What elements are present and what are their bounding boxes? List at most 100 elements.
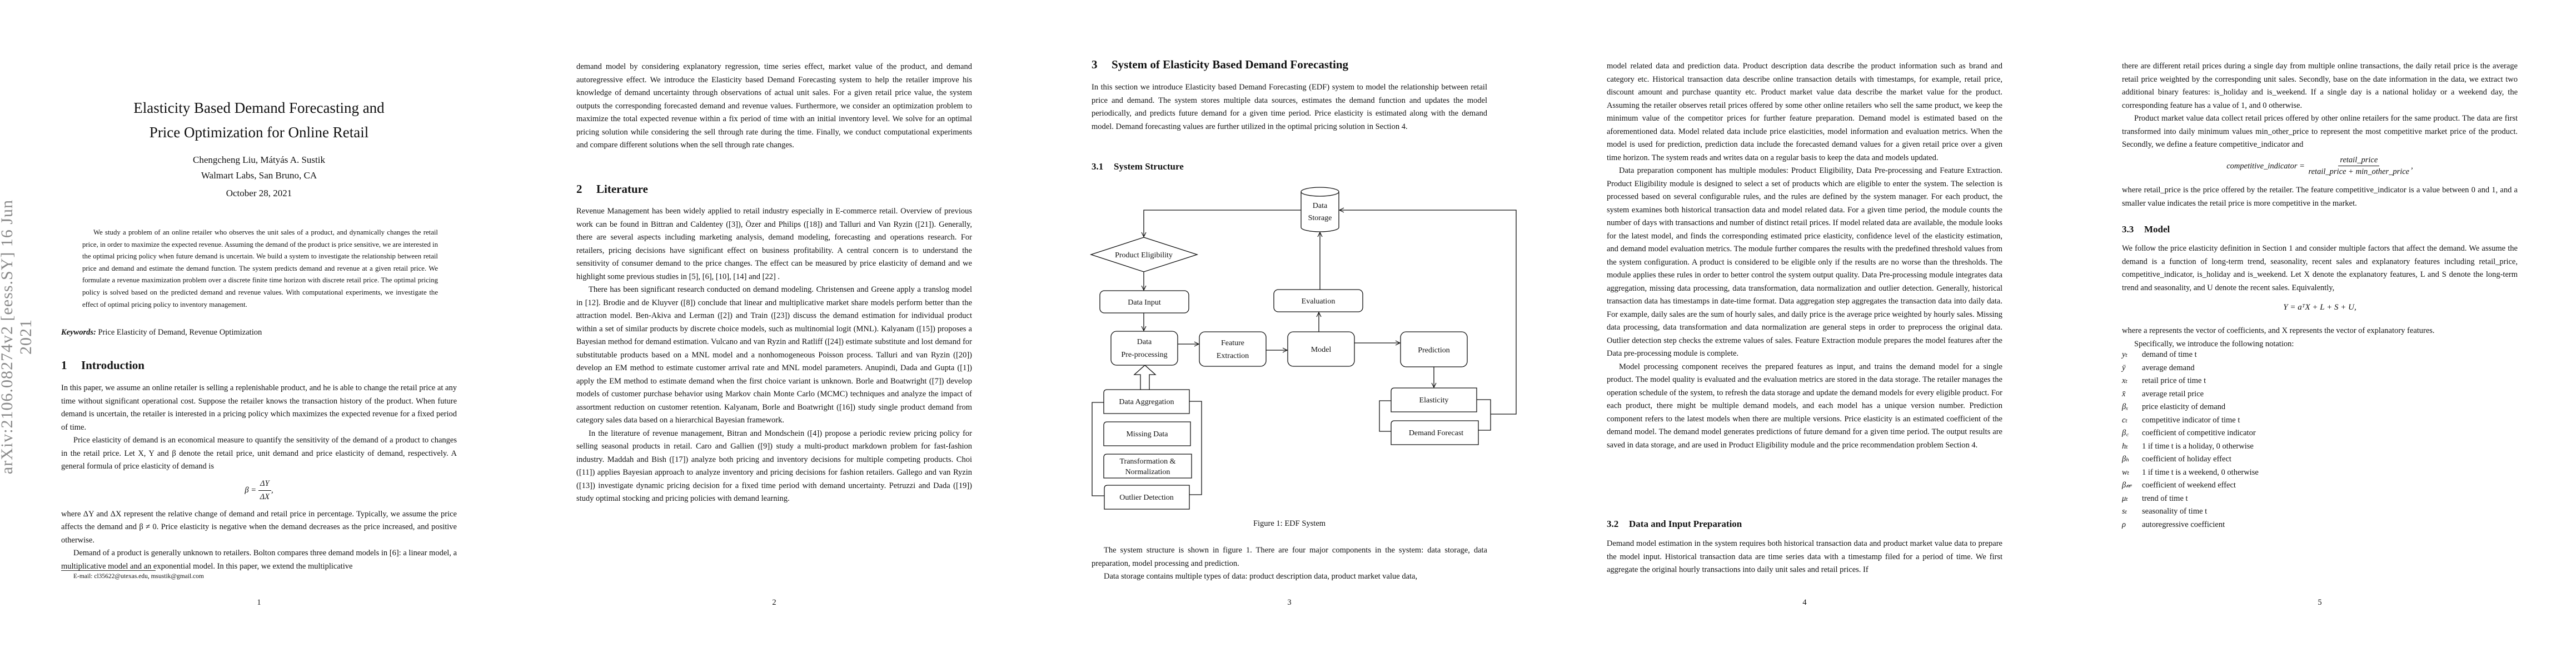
label-transformation: Transformation & xyxy=(1120,457,1176,466)
notation-meaning: average retail price xyxy=(2142,389,2204,399)
page-number: 1 xyxy=(257,598,261,607)
notation-meaning: seasonality of time t xyxy=(2142,507,2208,516)
notation-item: sₜ seasonality of time t xyxy=(2122,505,2518,519)
system-structure-body: The system structure is shown in figure … xyxy=(1092,544,1487,584)
label-outlier-detection: Outlier Detection xyxy=(1119,494,1174,502)
competitive-indicator-explanation: where retail_price is the price offered … xyxy=(2122,184,2518,210)
page-number: 4 xyxy=(1802,598,1807,607)
notation-symbol: wₜ xyxy=(2122,467,2130,477)
notation-symbol: μₜ xyxy=(2122,494,2128,503)
data-storage-cylinder xyxy=(1301,187,1339,232)
notation-meaning: coefficient of holiday effect xyxy=(2142,455,2231,464)
date: October 28, 2021 xyxy=(226,188,292,198)
paragraph: The system structure is shown in figure … xyxy=(1092,546,1487,568)
notation-item: x̄average retail price xyxy=(2122,388,2518,401)
numerator: ΔY xyxy=(258,477,271,491)
label-missing-data: Missing Data xyxy=(1126,430,1168,439)
footnote-email: E-mail: cl35622@utexas.edu, msustik@gmai… xyxy=(73,573,204,580)
model-body-after-equation: where a represents the vector of coeffic… xyxy=(2122,325,2518,351)
label-evaluation: Evaluation xyxy=(1302,297,1336,306)
paragraph: In the literature of revenue management,… xyxy=(576,429,972,504)
subsection-number: 3.2 xyxy=(1607,519,1619,529)
notation-meaning: autoregressive coefficient xyxy=(2142,520,2225,529)
notation-meaning: 1 if time t is a holiday, 0 otherwise xyxy=(2142,441,2254,451)
page-1: arXiv:2106.08274v2 [eess.SY] 16 Jun 2021… xyxy=(0,0,515,667)
data-input-continued: there are different retail prices during… xyxy=(2122,60,2518,152)
paragraph: In this section we introduce Elasticity … xyxy=(1092,83,1487,131)
data-input-body: Demand model estimation in the system re… xyxy=(1607,537,2002,577)
authors: Chengcheng Liu, Mátyás A. Sustik xyxy=(193,155,325,165)
notation-symbol: hₜ xyxy=(2122,441,2128,451)
label-feature-extraction: Feature xyxy=(1221,339,1244,347)
equation-tail: , xyxy=(2411,161,2413,171)
notation-symbol: yₜ xyxy=(2122,350,2128,359)
notation-symbol: ȳ xyxy=(2122,363,2126,372)
section-number: 3 xyxy=(1092,58,1098,71)
paragraph: Demand of a product is generally unknown… xyxy=(61,549,457,571)
equation-lhs: competitive_indicator = xyxy=(2226,161,2305,171)
paragraph: where ΔY and ΔX represent the relative c… xyxy=(61,509,457,545)
data-input-box xyxy=(1099,290,1189,313)
notation-meaning: competitive indicator of time t xyxy=(2142,415,2240,425)
paragraph: where retail_price is the price offered … xyxy=(2122,186,2518,208)
paragraph: where a represents the vector of coeffic… xyxy=(2122,326,2435,335)
affiliation: Walmart Labs, San Bruno, CA xyxy=(201,170,317,181)
page-number: 2 xyxy=(772,598,776,607)
keywords-label: Keywords: xyxy=(61,328,96,337)
keywords-text: Price Elasticity of Demand, Revenue Opti… xyxy=(98,328,262,337)
paragraph: Demand model estimation in the system re… xyxy=(1607,539,2002,574)
section-title: Introduction xyxy=(81,359,145,372)
notation-meaning: average demand xyxy=(2142,363,2195,372)
section-heading-system: 3 System of Elasticity Based Demand Forec… xyxy=(1092,58,1348,71)
notation-item: ρ autoregressive coefficient xyxy=(2122,519,2518,532)
evaluation-box xyxy=(1273,289,1363,312)
subsection-number: 3.3 xyxy=(2122,224,2134,235)
paper-title: Elasticity Based Demand Forecasting and … xyxy=(61,96,457,145)
label-data-input: Data Input xyxy=(1128,298,1161,307)
label-data-storage: Storage xyxy=(1308,214,1332,222)
paragraph: In this paper, we assume an online retai… xyxy=(61,384,457,432)
section-title: System of Elasticity Based Demand Foreca… xyxy=(1112,58,1348,71)
notation-meaning: coefficient of competitive indicator xyxy=(2142,429,2256,437)
subsection-title: Data and Input Preparation xyxy=(1629,519,1742,529)
prediction-box xyxy=(1400,331,1468,367)
paragraph: there are different retail prices during… xyxy=(2122,62,2518,110)
feature-extraction-box xyxy=(1199,331,1267,367)
figure-caption: Figure 1: EDF System xyxy=(1253,519,1326,528)
literature-body: Revenue Management has been widely appli… xyxy=(576,205,972,506)
hollow-arrow-to-preprocessing xyxy=(1133,365,1157,390)
notation-meaning: 1 if time t is a weekend, 0 otherwise xyxy=(2142,467,2259,477)
page-2: demand model by considering explanatory … xyxy=(515,0,1030,667)
equation-lhs: β = xyxy=(245,485,256,495)
transformation-box xyxy=(1103,454,1192,479)
demand-forecast-box xyxy=(1391,420,1479,445)
label-transformation: Normalization xyxy=(1125,468,1170,476)
edf-system-diagram: Data Storage Product Eligibility Data In… xyxy=(1089,187,1517,510)
notation-symbol: β꜀ xyxy=(2122,429,2129,437)
system-structure-continued: model related data and prediction data. … xyxy=(1607,60,2002,452)
outlier-detection-box xyxy=(1104,485,1190,510)
arxiv-stamp: arXiv:2106.08274v2 [eess.SY] 16 Jun 2021 xyxy=(0,199,35,475)
paragraph: Product market value data collect retail… xyxy=(2122,114,2518,149)
notation-symbol: ρ xyxy=(2122,520,2126,529)
notation-symbol: sₜ xyxy=(2122,507,2127,516)
section-number: 2 xyxy=(576,182,582,196)
product-eligibility-diamond xyxy=(1089,237,1199,272)
equation-tail: , xyxy=(271,485,273,495)
bracket-outputs-right xyxy=(1477,399,1491,431)
introduction-continued: demand model by considering explanatory … xyxy=(576,61,972,152)
data-preprocessing-box xyxy=(1110,331,1178,366)
page-4: model related data and prediction data. … xyxy=(1546,0,2061,667)
notation-item: hₜ 1 if time t is a holiday, 0 otherwise xyxy=(2122,440,2518,454)
paragraph: There has been significant research cond… xyxy=(576,285,972,425)
title-line-1: Elasticity Based Demand Forecasting and xyxy=(133,99,385,116)
label-model: Model xyxy=(1311,346,1332,354)
demand-model-equation: Y = aᵀX + L + S + U, xyxy=(2283,303,2356,312)
paragraph: Specifically, we introduce the following… xyxy=(2134,339,2294,349)
paragraph: We follow the price elasticity definitio… xyxy=(2122,244,2518,292)
